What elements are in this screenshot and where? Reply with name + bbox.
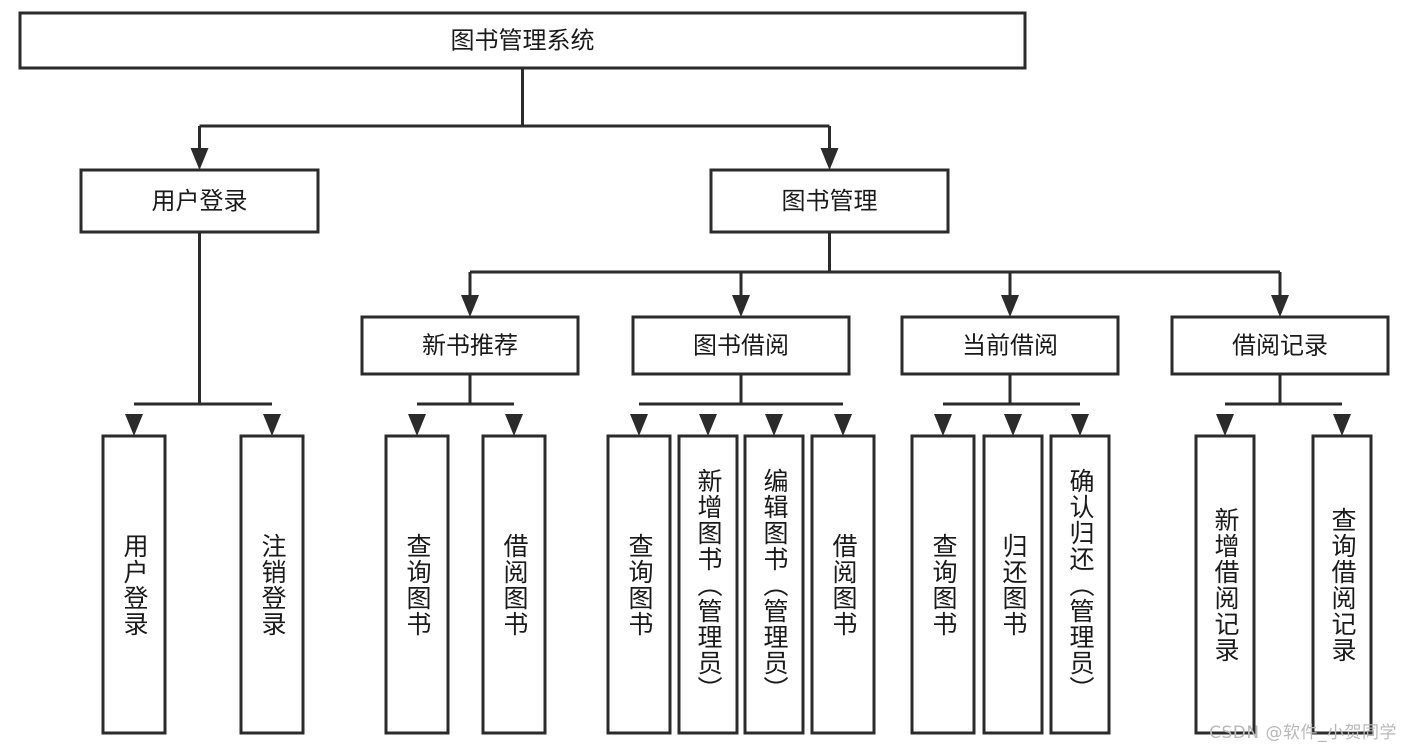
leaf-box-注销登录[interactable]	[239, 434, 305, 735]
leaf-box-归还图书[interactable]	[982, 434, 1044, 735]
node-box-root[interactable]	[18, 11, 1027, 70]
arrowhead-to-图书借阅	[732, 295, 750, 317]
arrowhead-leaf-8	[934, 414, 952, 436]
leaf-box-借阅图书[interactable]	[481, 434, 547, 735]
node-label-新书推荐: 新书推荐	[422, 332, 518, 360]
arrowhead-leaf-7	[834, 414, 852, 436]
watermark-text: CSDN @软件_小贺同学	[1209, 723, 1397, 743]
node-box-图书管理[interactable]	[709, 168, 950, 234]
node-label-图书管理: 图书管理	[782, 187, 878, 215]
connector-lines	[125, 68, 1351, 436]
node-label-root: 图书管理系统	[451, 27, 595, 55]
node-label-当前借阅: 当前借阅	[962, 332, 1058, 360]
arrowhead-to-图书管理	[820, 148, 839, 170]
arrowhead-leaf-0	[125, 414, 143, 436]
leaf-box-查询图书[interactable]	[384, 434, 450, 735]
leaf-box-用户登录[interactable]	[101, 434, 167, 735]
leaf-box-确认归还管理员[interactable]	[1049, 434, 1111, 735]
leaf-box-查询借阅记录[interactable]	[1311, 434, 1373, 735]
node-label-借阅记录: 借阅记录	[1232, 332, 1328, 360]
node-box-当前借阅[interactable]	[900, 315, 1120, 376]
leaf-box-查询图书[interactable]	[910, 434, 976, 735]
leaf-box-查询图书[interactable]	[606, 434, 672, 735]
node-box-新书推荐[interactable]	[360, 315, 580, 376]
node-box-图书借阅[interactable]	[631, 315, 851, 376]
arrowhead-leaf-10	[1071, 414, 1089, 436]
arrowhead-leaf-2	[408, 414, 426, 436]
arrowhead-to-新书推荐	[461, 295, 479, 317]
arrowhead-leaf-1	[263, 414, 281, 436]
arrowhead-leaf-3	[505, 414, 523, 436]
node-box-用户登录[interactable]	[79, 168, 320, 234]
leaf-box-新增借阅记录[interactable]	[1194, 434, 1256, 735]
node-boxes	[18, 11, 1390, 735]
arrowhead-to-借阅记录	[1271, 295, 1289, 317]
arrowhead-leaf-12	[1333, 414, 1351, 436]
arrowhead-leaf-5	[699, 414, 717, 436]
leaf-box-编辑图书管理员[interactable]	[743, 434, 805, 735]
leaf-box-新增图书管理员[interactable]	[677, 434, 739, 735]
arrowhead-leaf-9	[1004, 414, 1022, 436]
node-label-用户登录: 用户登录	[152, 187, 248, 215]
arrowhead-leaf-6	[765, 414, 783, 436]
arrowhead-leaf-11	[1216, 414, 1234, 436]
node-box-借阅记录[interactable]	[1170, 315, 1390, 376]
leaf-box-借阅图书[interactable]	[810, 434, 876, 735]
arrowhead-to-当前借阅	[1001, 295, 1019, 317]
node-label-图书借阅: 图书借阅	[693, 332, 789, 360]
arrowhead-leaf-4	[630, 414, 648, 436]
arrowhead-to-用户登录	[190, 148, 209, 170]
